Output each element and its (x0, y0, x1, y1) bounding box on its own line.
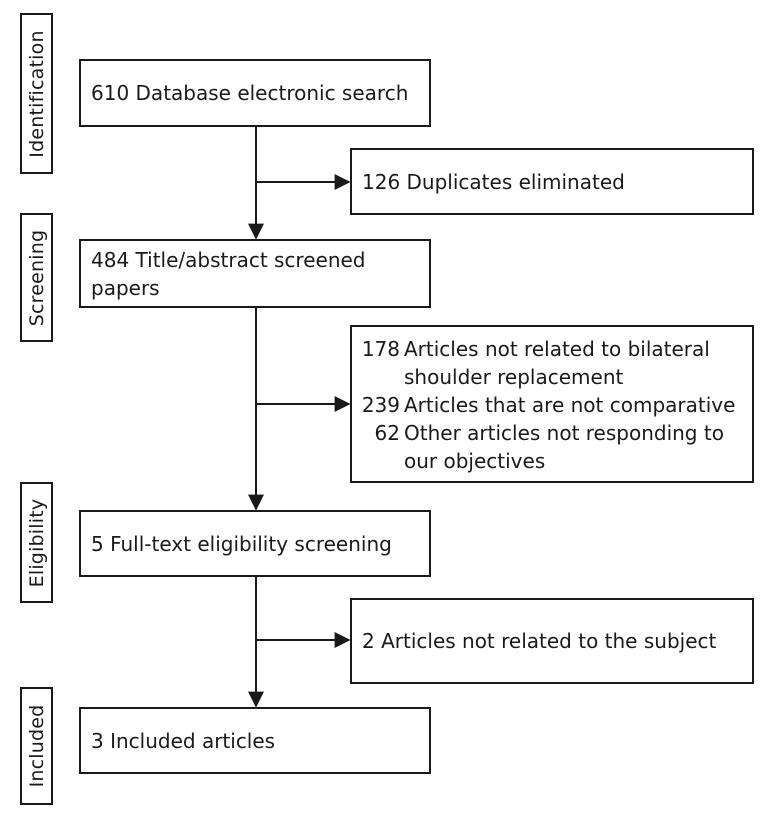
exclusion-text: our objectives (404, 449, 546, 473)
exclusion-text: Other articles not responding to (404, 421, 724, 445)
box-database-search: 610 Database electronic search (79, 59, 431, 127)
box-database-search-text: 610 Database electronic search (91, 81, 409, 105)
exclusion-count: 178 (361, 337, 400, 361)
box-screening-exclusions: 178 Articles not related to bilateral sh… (350, 325, 754, 483)
box-fulltext-eligibility: 5 Full-text eligibility screening (79, 510, 431, 577)
box-duplicates-eliminated: 126 Duplicates eliminated (350, 148, 754, 215)
exclusion-count: 62 (374, 421, 400, 445)
exclusion-text: Articles not related to bilateral (404, 337, 710, 361)
stage-screening: Screening (20, 213, 53, 342)
stage-eligibility: Eligibility (20, 482, 53, 603)
stage-identification: Identification (20, 13, 53, 174)
box-fulltext-eligibility-text: 5 Full-text eligibility screening (91, 531, 392, 556)
exclusion-text: shoulder replacement (404, 365, 624, 389)
box-not-related-subject-text: 2 Articles not related to the subject (362, 629, 717, 653)
box-included-articles-text: 3 Included articles (91, 728, 276, 753)
exclusion-count: 239 (361, 393, 400, 417)
exclusion-item: 178 Articles not related to bilateral sh… (358, 335, 752, 391)
box-included-articles: 3 Included articles (79, 707, 431, 774)
box-title-abstract-screened: 484 Title/abstract screened papers (79, 239, 431, 308)
box-title-abstract-screened-text: 484 Title/abstract screened papers (91, 247, 366, 300)
stage-included: Included (20, 687, 53, 805)
exclusion-text: Articles that are not comparative (404, 393, 736, 417)
exclusion-item: 239 Articles that are not comparative (358, 391, 752, 419)
box-not-related-subject: 2 Articles not related to the subject (350, 598, 754, 684)
exclusion-item: 62 Other articles not responding to our … (358, 419, 752, 475)
box-duplicates-eliminated-text: 126 Duplicates eliminated (362, 169, 625, 194)
